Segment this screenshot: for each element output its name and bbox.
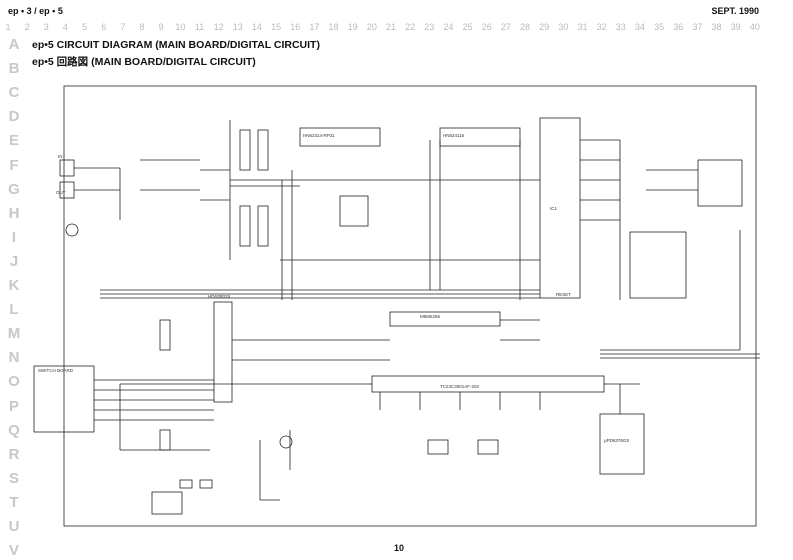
column-index-label: 30 bbox=[558, 22, 569, 32]
row-index-label: N bbox=[8, 349, 20, 367]
cpu-right-label: IC1 bbox=[550, 206, 558, 211]
row-index-label: T bbox=[9, 493, 19, 511]
column-index-label: 10 bbox=[175, 22, 186, 32]
ic-small-b bbox=[477, 439, 499, 455]
row-index-label: V bbox=[8, 542, 19, 560]
ic-rom-top-2 bbox=[439, 127, 521, 147]
column-index-label: 20 bbox=[366, 22, 377, 32]
schematic-frame bbox=[63, 85, 757, 527]
column-index-label: 28 bbox=[520, 22, 531, 32]
column-index-label: 37 bbox=[692, 22, 703, 32]
ic-gate-array bbox=[371, 375, 605, 393]
column-index-label: 13 bbox=[232, 22, 243, 32]
row-index-label: S bbox=[8, 469, 19, 487]
column-index-label: 2 bbox=[24, 22, 30, 32]
ic-dac bbox=[599, 413, 645, 475]
column-index-label: 5 bbox=[82, 22, 88, 32]
column-index-label: 4 bbox=[62, 22, 68, 32]
date-header: SEPT. 1990 bbox=[711, 6, 759, 16]
ic-ram bbox=[389, 311, 501, 327]
row-index-label: B bbox=[8, 60, 20, 78]
midi-in-label: IN bbox=[58, 154, 63, 159]
column-index-label: 39 bbox=[730, 22, 741, 32]
ic-regulator bbox=[151, 491, 183, 515]
column-index-label: 1 bbox=[5, 22, 11, 32]
row-index-label: I bbox=[11, 228, 17, 246]
column-index-label: 33 bbox=[615, 22, 626, 32]
diagram-title-japanese: ep•5 回路図 (MAIN BOARD/DIGITAL CIRCUIT) bbox=[32, 56, 256, 68]
column-index-label: 29 bbox=[539, 22, 550, 32]
row-index-label: F bbox=[9, 156, 19, 174]
row-index-label: L bbox=[9, 301, 19, 319]
column-index-label: 6 bbox=[101, 22, 107, 32]
row-index-label: C bbox=[8, 84, 20, 102]
column-index-label: 40 bbox=[749, 22, 760, 32]
connector-right-mid bbox=[629, 231, 687, 299]
column-index-label: 22 bbox=[405, 22, 416, 32]
column-index-label: 31 bbox=[577, 22, 588, 32]
ic11-label: μPD6376GS bbox=[604, 438, 629, 443]
column-index-label: 14 bbox=[251, 22, 262, 32]
column-index-label: 35 bbox=[654, 22, 665, 32]
row-index-label: E bbox=[8, 132, 19, 150]
row-index-label: O bbox=[8, 373, 20, 391]
row-index-label: K bbox=[8, 277, 20, 294]
column-index-label: 18 bbox=[328, 22, 339, 32]
ic5-label: HN62314-RP31 bbox=[303, 133, 335, 138]
row-index-label: A bbox=[8, 36, 20, 53]
column-index-label: 19 bbox=[347, 22, 358, 32]
ic-small-mid bbox=[339, 195, 369, 227]
column-index-label: 8 bbox=[139, 22, 145, 32]
transistor-input bbox=[65, 223, 79, 237]
switch-board-label: SWITCH BOARD bbox=[38, 368, 74, 373]
reset-label: RESET bbox=[556, 292, 571, 297]
midi-in-jack bbox=[59, 159, 75, 177]
column-index-label: 17 bbox=[309, 22, 320, 32]
row-index-label: G bbox=[8, 180, 20, 198]
column-index-label: 9 bbox=[158, 22, 164, 32]
column-index-label: 7 bbox=[120, 22, 126, 32]
column-index-label: 26 bbox=[481, 22, 492, 32]
page-number: 10 bbox=[394, 543, 405, 553]
column-index-label: 36 bbox=[673, 22, 684, 32]
column-index-label: 11 bbox=[194, 22, 205, 32]
column-index-label: 21 bbox=[385, 22, 396, 32]
switch-board-block bbox=[33, 365, 95, 433]
row-index-label: J bbox=[9, 252, 19, 270]
column-index-label: 16 bbox=[290, 22, 301, 32]
ic-cpu-right bbox=[539, 117, 581, 299]
transistor bbox=[279, 435, 293, 449]
row-index-label: U bbox=[8, 518, 20, 535]
ic-small-a bbox=[427, 439, 449, 455]
ic-rom-top bbox=[299, 127, 381, 147]
row-index-label: R bbox=[8, 445, 20, 463]
model-header: ep • 3 / ep • 5 bbox=[8, 6, 63, 16]
column-index-label: 23 bbox=[424, 22, 435, 32]
ic-cpu-left bbox=[213, 301, 233, 403]
row-index-label: H bbox=[8, 204, 20, 222]
connector-right-top bbox=[697, 159, 743, 207]
column-index-label: 12 bbox=[213, 22, 224, 32]
ic3-label: TC24C3001AF-202 bbox=[440, 384, 480, 389]
ic1-label: HD63B03X bbox=[208, 294, 231, 299]
diagram-title: ep•5 CIRCUIT DIAGRAM (MAIN BOARD/DIGITAL… bbox=[32, 39, 320, 51]
column-index-label: 38 bbox=[711, 22, 722, 32]
row-index-label: Q bbox=[8, 421, 20, 439]
column-index-label: 3 bbox=[43, 22, 49, 32]
row-index-label: P bbox=[8, 397, 19, 415]
column-index-label: 25 bbox=[462, 22, 473, 32]
ram-label: M5M5256 bbox=[420, 314, 441, 319]
column-index-label: 32 bbox=[596, 22, 607, 32]
row-index-label: D bbox=[8, 108, 20, 126]
rom-label: HN624116 bbox=[443, 133, 465, 138]
midi-out-label: OUT bbox=[56, 190, 66, 195]
row-index-label: M bbox=[7, 325, 21, 343]
column-index-label: 34 bbox=[634, 22, 645, 32]
column-index-label: 15 bbox=[271, 22, 282, 32]
column-index-label: 27 bbox=[500, 22, 511, 32]
column-index-label: 24 bbox=[443, 22, 454, 32]
